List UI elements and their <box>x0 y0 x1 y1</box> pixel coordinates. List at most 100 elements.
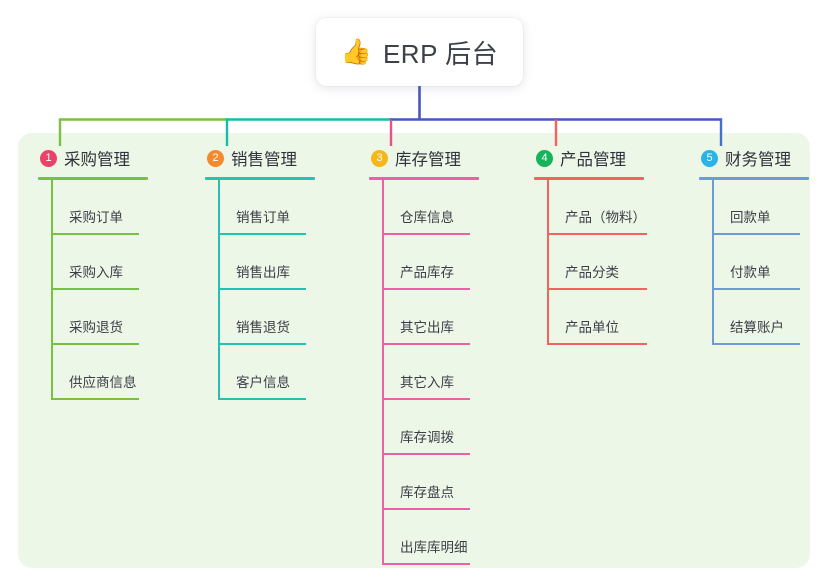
leaf-label: 其它出库 <box>400 320 454 335</box>
leaf-label: 产品分类 <box>565 265 619 280</box>
branch-leaves-3: 仓库信息产品库存其它出库其它入库库存调拨库存盘点出库库明细 <box>382 180 479 565</box>
leaf-node[interactable]: 结算账户 <box>712 290 809 345</box>
leaf-node[interactable]: 产品单位 <box>547 290 647 345</box>
leaf-node[interactable]: 供应商信息 <box>51 345 148 400</box>
leaf-label: 产品单位 <box>565 320 619 335</box>
branch-column-2: 2 销售管理销售订单销售出库销售退货客户信息 <box>205 146 315 400</box>
branch-underline-3 <box>369 177 479 180</box>
leaf-node[interactable]: 产品库存 <box>382 235 479 290</box>
leaf-node[interactable]: 其它入库 <box>382 345 479 400</box>
leaf-underline <box>51 288 139 290</box>
branch-title-1: 采购管理 <box>64 151 130 169</box>
leaf-node[interactable]: 其它出库 <box>382 290 479 345</box>
leaf-node[interactable]: 采购退货 <box>51 290 148 345</box>
branch-underline-5 <box>699 177 809 180</box>
leaf-underline <box>218 343 306 345</box>
leaf-underline <box>382 508 470 510</box>
leaf-label: 结算账户 <box>730 320 784 335</box>
branch-badge-5: 5 <box>701 149 718 167</box>
branch-badge-2: 2 <box>207 149 224 167</box>
thumbs-up-icon: 👍 <box>340 37 372 66</box>
branch-underline-4 <box>534 177 644 180</box>
branch-leaves-2: 销售订单销售出库销售退货客户信息 <box>218 180 315 400</box>
branch-title-5: 财务管理 <box>725 151 791 169</box>
branch-trunk-2 <box>218 180 220 400</box>
branch-header-5[interactable]: 5 财务管理 <box>699 146 809 170</box>
branch-leaves-5: 回款单付款单结算账户 <box>712 180 809 345</box>
branch-header-1[interactable]: 1 采购管理 <box>38 146 148 170</box>
branch-badge-4: 4 <box>536 149 553 167</box>
branch-title-2: 销售管理 <box>231 151 297 169</box>
branch-header-2[interactable]: 2 销售管理 <box>205 146 315 170</box>
leaf-underline <box>51 343 139 345</box>
leaf-label: 客户信息 <box>236 375 290 390</box>
leaf-label: 库存调拨 <box>400 430 454 445</box>
leaf-node[interactable]: 销售出库 <box>218 235 315 290</box>
branch-trunk-5 <box>712 180 714 345</box>
leaf-node[interactable]: 采购入库 <box>51 235 148 290</box>
branch-trunk-1 <box>51 180 53 400</box>
root-node-erp-backend[interactable]: 👍 ERP 后台 <box>316 18 523 86</box>
leaf-node[interactable]: 库存盘点 <box>382 455 479 510</box>
branch-underline-1 <box>38 177 148 180</box>
branch-trunk-4 <box>547 180 549 345</box>
leaf-node[interactable]: 采购订单 <box>51 180 148 235</box>
branch-badge-3: 3 <box>371 149 388 167</box>
leaf-underline <box>382 398 470 400</box>
branch-badge-1: 1 <box>40 149 57 167</box>
leaf-node[interactable]: 产品（物料） <box>547 180 647 235</box>
leaf-label: 产品库存 <box>400 265 454 280</box>
branch-column-5: 5 财务管理回款单付款单结算账户 <box>699 146 809 345</box>
leaf-node[interactable]: 回款单 <box>712 180 809 235</box>
leaf-label: 销售订单 <box>236 210 290 225</box>
leaf-node[interactable]: 客户信息 <box>218 345 315 400</box>
branch-leaves-1: 采购订单采购入库采购退货供应商信息 <box>51 180 148 400</box>
leaf-label: 付款单 <box>730 265 771 280</box>
leaf-underline <box>218 398 306 400</box>
leaf-label: 采购退货 <box>69 320 123 335</box>
leaf-node[interactable]: 出库库明细 <box>382 510 479 565</box>
leaf-label: 销售出库 <box>236 265 290 280</box>
branch-background-panel <box>18 133 810 568</box>
branch-leaves-4: 产品（物料） 产品分类产品单位 <box>547 180 647 345</box>
leaf-underline <box>712 288 800 290</box>
leaf-underline <box>382 233 470 235</box>
leaf-underline <box>382 288 470 290</box>
leaf-label: 出库库明细 <box>400 540 468 555</box>
leaf-underline <box>547 343 647 345</box>
leaf-label: 采购入库 <box>69 265 123 280</box>
leaf-underline <box>547 233 647 235</box>
leaf-node[interactable]: 仓库信息 <box>382 180 479 235</box>
leaf-label: 产品（物料） <box>565 210 646 225</box>
branch-column-1: 1 采购管理采购订单采购入库采购退货供应商信息 <box>38 146 148 400</box>
leaf-underline <box>218 233 306 235</box>
leaf-label: 其它入库 <box>400 375 454 390</box>
leaf-label: 供应商信息 <box>69 375 137 390</box>
leaf-label: 回款单 <box>730 210 771 225</box>
leaf-node[interactable]: 库存调拨 <box>382 400 479 455</box>
leaf-label: 库存盘点 <box>400 485 454 500</box>
leaf-node[interactable]: 销售退货 <box>218 290 315 345</box>
leaf-label: 采购订单 <box>69 210 123 225</box>
leaf-underline <box>51 398 139 400</box>
leaf-underline <box>712 343 800 345</box>
branch-trunk-3 <box>382 180 384 565</box>
leaf-underline <box>712 233 800 235</box>
leaf-underline <box>382 453 470 455</box>
leaf-label: 销售退货 <box>236 320 290 335</box>
leaf-node[interactable]: 产品分类 <box>547 235 647 290</box>
leaf-underline <box>547 288 647 290</box>
leaf-node[interactable]: 付款单 <box>712 235 809 290</box>
leaf-underline <box>51 233 139 235</box>
leaf-label: 仓库信息 <box>400 210 454 225</box>
leaf-underline <box>382 343 470 345</box>
root-node-content: 👍 ERP 后台 <box>341 34 498 71</box>
leaf-underline <box>382 563 470 565</box>
leaf-node[interactable]: 销售订单 <box>218 180 315 235</box>
root-node-title: ERP 后台 <box>382 38 499 69</box>
